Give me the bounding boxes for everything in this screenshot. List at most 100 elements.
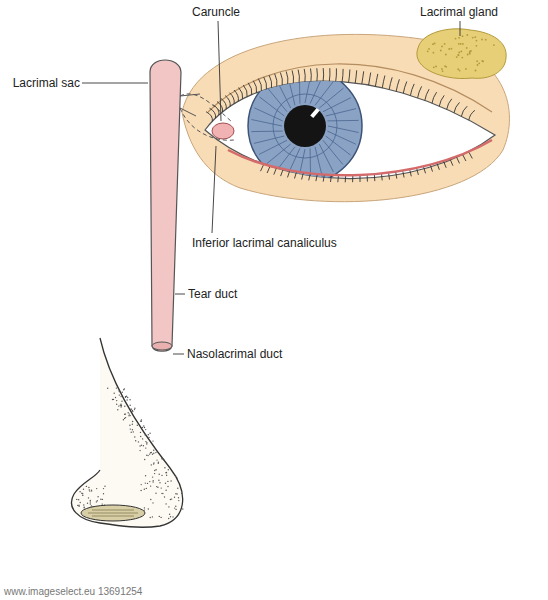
stipple-dot: [181, 493, 182, 494]
eyelash: [362, 71, 364, 84]
iris-fiber: [251, 131, 282, 133]
stipple-dot: [132, 429, 133, 430]
stipple-dot: [145, 429, 146, 430]
iris-texture: [251, 72, 358, 179]
eyelash: [431, 166, 433, 172]
eyelash: [329, 68, 331, 81]
stipple-dot: [121, 401, 122, 402]
gland-dot: [466, 34, 468, 36]
stipple-dot: [112, 399, 113, 400]
stipple-dot: [120, 404, 121, 405]
stipple-dot: [158, 463, 159, 464]
stipple-dot: [147, 455, 148, 456]
stipple-dot: [165, 503, 166, 504]
stipple-dot: [163, 459, 164, 460]
stipple-dot: [141, 421, 142, 422]
eyelash: [403, 172, 404, 178]
gland-dot: [441, 46, 443, 48]
iris-ring: [273, 94, 337, 158]
stipple-dot: [175, 509, 176, 510]
iris-fiber: [315, 81, 334, 106]
stipple-dot: [78, 506, 79, 507]
eyelash: [269, 75, 272, 88]
stipple-dot: [132, 411, 133, 412]
eyelash: [239, 88, 243, 99]
eyelash: [382, 76, 385, 88]
gland-dot: [475, 70, 477, 72]
gland-dot: [435, 66, 437, 68]
stipple-dot: [139, 450, 140, 451]
eyelash: [302, 174, 304, 180]
stipple-dot: [166, 475, 167, 476]
stipple-dot: [134, 408, 135, 409]
eyelash: [253, 81, 256, 93]
stipple-dot: [96, 488, 97, 489]
iris-fiber: [327, 131, 355, 144]
stipple-dot: [120, 396, 121, 397]
stipple-dot: [168, 506, 169, 507]
iris-fiber: [299, 149, 306, 180]
stipple-dot: [177, 488, 178, 489]
stipple-dot: [175, 475, 176, 476]
stipple-dot: [164, 496, 165, 497]
stipple-dot: [125, 413, 126, 414]
iris-fiber: [326, 136, 351, 155]
gland-dot: [451, 48, 453, 50]
stipple-dot: [152, 502, 153, 503]
stipple-dot: [151, 464, 152, 465]
eyelash: [355, 70, 357, 83]
stipple-dot: [118, 405, 119, 406]
stipple-dot: [82, 493, 83, 494]
lacrimal-sac-duct: [150, 60, 181, 351]
eyelash: [281, 170, 283, 176]
eyelash: [267, 167, 270, 173]
stipple-dot: [145, 434, 146, 435]
caruncle: [212, 123, 234, 139]
gland-dot: [456, 56, 458, 58]
eyelash: [381, 174, 383, 180]
stipple-dot: [140, 490, 141, 491]
gland-dot: [433, 52, 435, 54]
stipple-dot: [155, 493, 156, 494]
stipple-dot: [103, 493, 104, 494]
stipple-dot: [78, 499, 79, 500]
stipple-dot: [150, 452, 151, 453]
eyelash: [335, 68, 337, 81]
stipple-dot: [150, 499, 151, 500]
eyelash: [457, 157, 460, 163]
eyelash: [410, 170, 411, 176]
stipple-dot: [174, 497, 175, 498]
stipple-dot: [104, 486, 105, 487]
stipple-dot: [168, 469, 169, 470]
stipple-dot: [107, 388, 108, 389]
eyelash: [286, 71, 288, 84]
eyelash: [388, 174, 390, 180]
stipple-dot: [124, 418, 125, 419]
leader-line: [175, 294, 185, 295]
eyelash: [367, 176, 368, 182]
gland-dot: [477, 64, 479, 66]
eyelash: [234, 90, 238, 101]
iris-fiber: [259, 140, 287, 154]
part-label: Inferior lacrimal canaliculus: [192, 236, 337, 250]
eyelash: [330, 176, 332, 182]
eyelash: [323, 68, 325, 81]
stipple-dot: [133, 431, 134, 432]
stipple-dot: [89, 490, 90, 491]
eyelash: [298, 70, 299, 83]
stipple-dot: [161, 458, 162, 459]
stipple-dot: [122, 392, 123, 393]
stipple-dot: [143, 425, 144, 426]
stipple-dot: [88, 487, 89, 488]
stipple-dot: [142, 438, 143, 439]
eyelash: [342, 69, 343, 82]
part-label: Nasolacrimal duct: [187, 347, 282, 361]
stipple-dot: [146, 488, 147, 489]
stipple-dot: [82, 495, 83, 496]
duct-opening: [152, 342, 172, 350]
stipple-dot: [150, 485, 151, 486]
nostril-hatch: [88, 510, 138, 516]
stipple-dot: [158, 480, 159, 481]
